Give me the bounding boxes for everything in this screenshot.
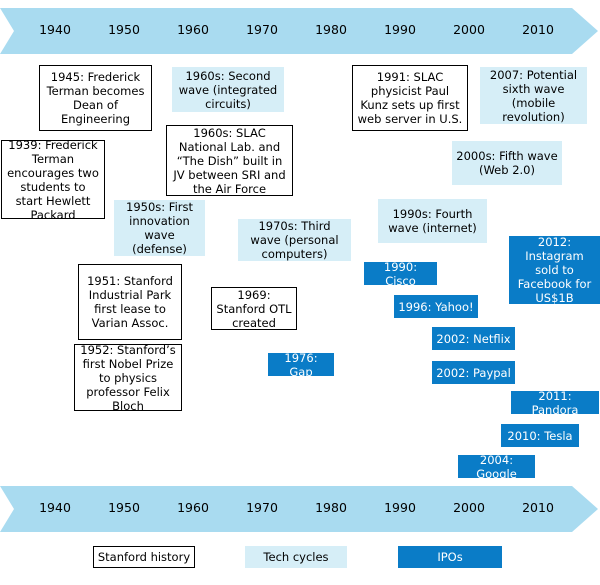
history-box-1952: 1952: Stanford’s first Nobel Prize to ph… bbox=[74, 343, 182, 413]
tech-box-2007: 2007: Potential sixth wave (mobile revol… bbox=[480, 67, 587, 124]
timeline-arrow-shape bbox=[0, 8, 598, 54]
history-box-1960s-slac: 1960s: SLAC National Lab. and “The Dish”… bbox=[166, 125, 293, 196]
history-box-1969: 1969: Stanford OTL created bbox=[211, 287, 297, 330]
year-label: 1970 bbox=[246, 22, 278, 37]
year-label: 1990 bbox=[384, 500, 416, 515]
ipo-box-google: 2004: Google bbox=[458, 453, 535, 481]
year-label: 1960 bbox=[177, 500, 209, 515]
history-box-1945: 1945: Frederick Terman becomes Dean of E… bbox=[39, 65, 152, 131]
year-label: 1940 bbox=[39, 22, 71, 37]
ipo-box-tesla: 2010: Tesla bbox=[501, 424, 579, 447]
ipo-box-instagram: 2012: Instagram sold to Facebook for US$… bbox=[509, 235, 600, 305]
year-label: 1950 bbox=[108, 22, 140, 37]
year-label: 1970 bbox=[246, 500, 278, 515]
ipo-box-pandora: 2011: Pandora bbox=[511, 389, 599, 417]
year-label: 1940 bbox=[39, 500, 71, 515]
history-box-1939: 1939: Frederick Terman encourages two st… bbox=[1, 138, 105, 222]
tech-box-1960s: 1960s: Second wave (integrated circuits) bbox=[172, 67, 284, 112]
year-label: 2000 bbox=[453, 22, 485, 37]
timeline-top: 1940 1950 1960 1970 1980 1990 2000 2010 bbox=[0, 8, 600, 54]
year-label: 1980 bbox=[315, 500, 347, 515]
tech-box-2000s: 2000s: Fifth wave (Web 2.0) bbox=[452, 141, 562, 185]
tech-box-1950s: 1950s: First innovation wave (defense) bbox=[114, 200, 205, 256]
year-label: 2000 bbox=[453, 500, 485, 515]
ipo-box-cisco: 1990: Cisco bbox=[364, 260, 437, 288]
tech-box-1990s: 1990s: Fourth wave (internet) bbox=[378, 199, 487, 243]
year-label: 1980 bbox=[315, 22, 347, 37]
legend-ipos: IPOs bbox=[398, 546, 502, 568]
legend-tech-cycles: Tech cycles bbox=[245, 546, 347, 568]
ipo-box-yahoo: 1996: Yahoo! bbox=[394, 295, 478, 318]
year-label: 1950 bbox=[108, 500, 140, 515]
ipo-box-gap: 1976: Gap bbox=[268, 351, 334, 379]
year-label: 2010 bbox=[522, 500, 554, 515]
timeline-arrow-shape bbox=[0, 486, 598, 532]
history-box-1991: 1991: SLAC physicist Paul Kunz sets up f… bbox=[352, 65, 468, 131]
legend-stanford-history: Stanford history bbox=[93, 546, 195, 568]
year-label: 1960 bbox=[177, 22, 209, 37]
year-label: 1990 bbox=[384, 22, 416, 37]
year-label: 2010 bbox=[522, 22, 554, 37]
history-box-1951: 1951: Stanford Industrial Park first lea… bbox=[78, 264, 182, 340]
tech-box-1970s: 1970s: Third wave (personal computers) bbox=[238, 219, 351, 261]
ipo-box-netflix: 2002: Netflix bbox=[432, 327, 515, 350]
timeline-bottom: 1940 1950 1960 1970 1980 1990 2000 2010 bbox=[0, 486, 600, 532]
ipo-box-paypal: 2002: Paypal bbox=[432, 361, 515, 384]
